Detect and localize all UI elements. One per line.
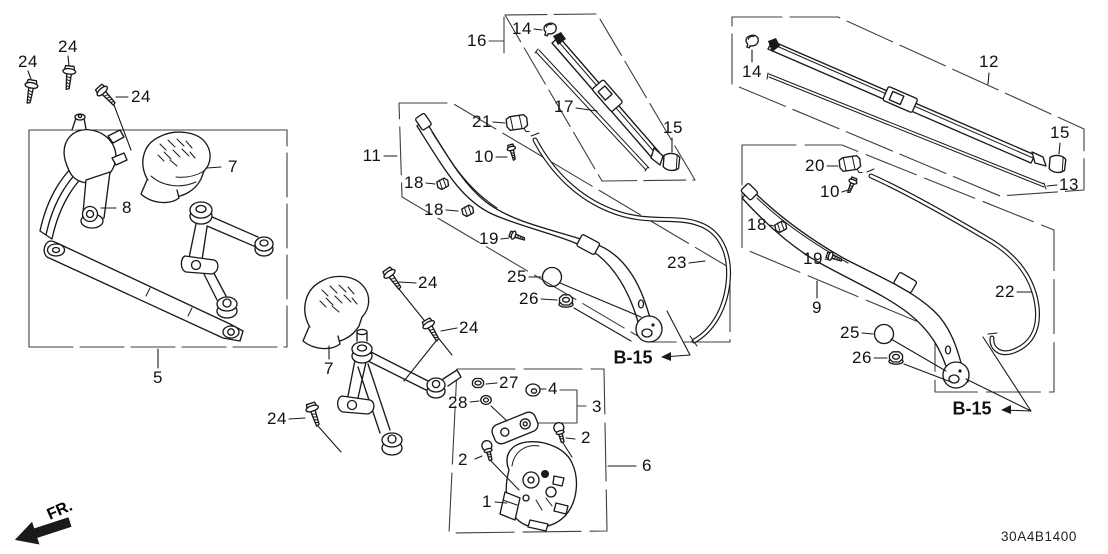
part-number-label-18[interactable]: 18 xyxy=(404,173,424,192)
part-number-label-25[interactable]: 25 xyxy=(507,267,527,286)
b15-arrow-middle xyxy=(661,352,671,361)
part-number-label-8[interactable]: 8 xyxy=(122,198,132,217)
hose-clip-icon xyxy=(435,176,451,192)
washer-icon xyxy=(480,394,492,406)
flange-nut-icon xyxy=(558,294,574,308)
grommet-icon xyxy=(525,383,541,397)
hardware-components xyxy=(21,22,1067,463)
connector-ref-label[interactable]: B-15 xyxy=(952,398,992,419)
part-number-label-13[interactable]: 13 xyxy=(1059,175,1079,194)
part-number-label-7[interactable]: 7 xyxy=(228,157,238,176)
wiper-motor-bracket-drawing xyxy=(39,113,128,240)
fr-arrow-icon xyxy=(14,517,72,545)
pivot-assembly-drawing-left xyxy=(180,201,274,319)
part-number-label-18[interactable]: 18 xyxy=(747,215,767,234)
b15-arrow-right xyxy=(1001,405,1011,414)
arm-clip-icon xyxy=(504,113,530,136)
part-number-label-10[interactable]: 10 xyxy=(474,147,494,166)
part-number-label-22[interactable]: 22 xyxy=(995,282,1015,301)
flange-bolt-icon xyxy=(21,78,40,106)
connector-ref-label[interactable]: B-15 xyxy=(613,347,653,368)
cover-drawing-middle xyxy=(302,275,370,350)
part-number-label-15[interactable]: 15 xyxy=(663,118,683,137)
flange-bolt-icon xyxy=(303,400,325,429)
screw-icon xyxy=(843,175,860,195)
washer-hose-drawing-middle xyxy=(530,132,732,347)
part-number-label-14[interactable]: 14 xyxy=(512,19,532,38)
part-number-label-19[interactable]: 19 xyxy=(803,249,823,268)
part-number-label-28[interactable]: 28 xyxy=(448,393,468,412)
part-number-label-1[interactable]: 1 xyxy=(482,492,492,511)
part-number-label-23[interactable]: 23 xyxy=(667,253,687,272)
cover-drawing-left xyxy=(140,131,211,204)
flange-nut-icon xyxy=(888,351,904,365)
wiper-arm-drawing-middle xyxy=(415,112,663,343)
part-number-label-4[interactable]: 4 xyxy=(548,379,558,398)
part-number-label-24[interactable]: 24 xyxy=(459,318,479,337)
flange-bolt-icon xyxy=(380,265,406,294)
part-number-label-2[interactable]: 2 xyxy=(581,428,591,447)
group-boxes xyxy=(28,13,1085,534)
part-number-label-2[interactable]: 2 xyxy=(458,450,468,469)
wiper-arm-drawing-right xyxy=(740,182,970,389)
part-number-label-6[interactable]: 6 xyxy=(642,456,652,475)
arm-clip-icon xyxy=(837,154,863,177)
part-number-label-11[interactable]: 11 xyxy=(362,146,382,165)
flange-bolt-icon xyxy=(93,82,120,110)
part-number-label-24[interactable]: 24 xyxy=(18,52,38,71)
part-number-label-24[interactable]: 24 xyxy=(131,87,151,106)
bolt-icon xyxy=(552,420,569,445)
o-ring-icon xyxy=(873,323,895,345)
bolt-icon xyxy=(480,438,497,463)
hose-clip-icon xyxy=(460,203,476,219)
end-cap-icon xyxy=(662,152,681,172)
part-number-label-25[interactable]: 25 xyxy=(840,323,860,342)
part-number-label-14[interactable]: 14 xyxy=(742,62,762,81)
part-number-label-24[interactable]: 24 xyxy=(58,37,78,56)
part-number-label-3[interactable]: 3 xyxy=(592,397,602,416)
part-number-label-10[interactable]: 10 xyxy=(820,182,840,201)
end-cap-icon xyxy=(1048,154,1067,174)
flange-bolt-icon xyxy=(60,64,77,91)
pivot-assembly-drawing-middle xyxy=(336,328,462,456)
nut-icon xyxy=(471,377,485,389)
diagram-code: 30A4B1400 xyxy=(1001,529,1077,544)
part-number-label-15[interactable]: 15 xyxy=(1050,123,1070,142)
linkage-rod-drawing xyxy=(43,240,244,342)
part-number-label-26[interactable]: 26 xyxy=(852,348,872,367)
part-number-label-7[interactable]: 7 xyxy=(324,359,334,378)
part-number-label-17[interactable]: 17 xyxy=(554,97,574,116)
part-number-label-24[interactable]: 24 xyxy=(418,273,438,292)
screw-icon xyxy=(505,142,520,162)
screw-icon xyxy=(507,229,527,244)
part-number-label-21[interactable]: 21 xyxy=(472,112,492,131)
blade-clip-icon xyxy=(745,34,759,49)
blade-clip-icon xyxy=(543,22,557,37)
leader-lines xyxy=(27,28,1061,504)
part-number-label-24[interactable]: 24 xyxy=(267,409,287,428)
washer-motor-drawing xyxy=(491,411,578,532)
washer-hose-drawing-right xyxy=(866,168,1041,356)
wiper-blade-drawing-right xyxy=(766,38,1047,190)
o-ring-icon xyxy=(541,266,563,288)
part-number-label-20[interactable]: 20 xyxy=(805,156,825,175)
part-number-label-26[interactable]: 26 xyxy=(519,289,539,308)
part-number-label-19[interactable]: 19 xyxy=(479,229,499,248)
part-number-label-5[interactable]: 5 xyxy=(153,368,163,387)
part-number-label-12[interactable]: 12 xyxy=(979,52,999,71)
part-number-label-9[interactable]: 9 xyxy=(812,298,822,317)
part-number-label-16[interactable]: 16 xyxy=(467,31,487,50)
part-number-label-18[interactable]: 18 xyxy=(424,200,444,219)
part-number-label-27[interactable]: 27 xyxy=(499,373,519,392)
wiper-blade-drawing-middle xyxy=(534,32,664,172)
